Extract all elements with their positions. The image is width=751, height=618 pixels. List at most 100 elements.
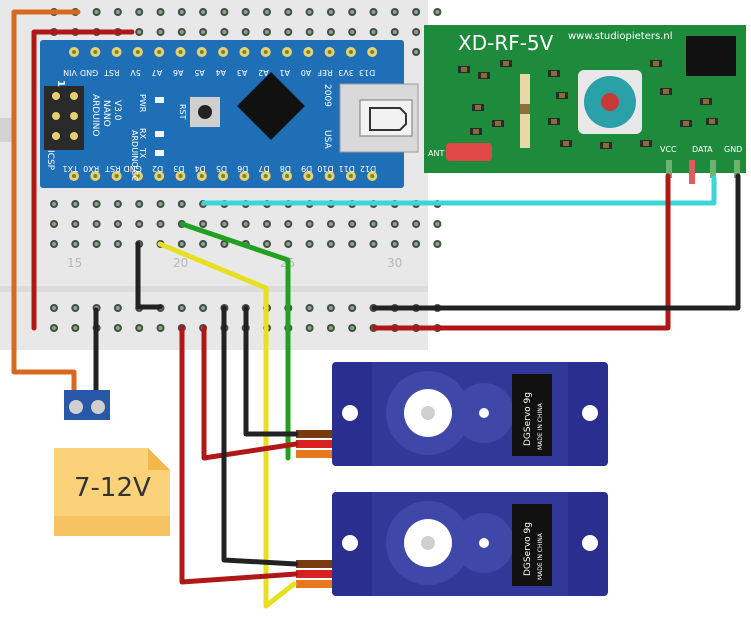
breadboard-hole-contact: [328, 222, 333, 226]
arduino-pin-label: REF: [317, 68, 333, 77]
breadboard-hole-contact: [115, 306, 120, 310]
breadboard-hole-contact: [73, 222, 78, 226]
smd-component-body: [703, 99, 709, 104]
servo-2-mount-hole-left: [342, 535, 358, 551]
breadboard-hole-contact: [328, 326, 333, 330]
arduino-pin-center: [348, 174, 353, 178]
breadboard-hole-contact: [286, 242, 291, 246]
arduino-pin-label: GND: [80, 68, 98, 77]
arduino-pin-label: D5: [216, 164, 227, 173]
breadboard-hole-contact: [158, 10, 163, 14]
arduino-pin-label: D12: [360, 164, 376, 173]
wire-green-servo-1-signal: [179, 221, 291, 461]
board-name-line-2: NANO: [101, 100, 111, 127]
arduino-pin-label: D13: [359, 68, 375, 77]
rf-coil-band: [520, 104, 530, 114]
rf-pin-gnd: GND: [724, 145, 742, 154]
icsp-pin: [52, 112, 60, 120]
reset-button-cap: [198, 105, 212, 119]
breadboard-hole-contact: [307, 30, 312, 34]
arduino-pin-center: [285, 50, 289, 54]
icsp-pin: [70, 132, 78, 140]
breadboard-hole-contact: [371, 242, 376, 246]
arduino-pin-center: [199, 50, 204, 54]
servo-2-cable-red: [296, 570, 332, 578]
arduino-pin-label: A6: [173, 68, 184, 77]
breadboard-hole-contact: [201, 242, 206, 246]
arduino-pin-label: 5V: [130, 68, 141, 77]
arduino-pin-label: D9: [301, 164, 312, 173]
arduino-pin-center: [263, 174, 268, 178]
breadboard-hole-contact: [265, 10, 269, 14]
arduino-pin-center: [157, 174, 162, 178]
breadboard-hole-contact: [73, 326, 78, 330]
breadboard-hole-contact: [137, 30, 142, 34]
arduino-pin-label: D4: [195, 164, 206, 173]
note-footer: [54, 516, 170, 536]
breadboard-hole-contact: [179, 306, 184, 310]
arduino-pin-center: [135, 174, 140, 178]
breadboard-hole-contact: [307, 222, 312, 226]
servo-1-horn-hub: [421, 406, 435, 420]
board-name-line-1: ARDUINO: [90, 94, 100, 136]
arduino-pin-label: A4: [216, 68, 227, 77]
breadboard-hole-contact: [201, 10, 206, 14]
breadboard-hole-contact: [73, 306, 78, 310]
breadboard-hole-contact: [73, 242, 78, 246]
breadboard-hole-contact: [201, 306, 206, 310]
col-label-15: 15: [67, 256, 82, 270]
arduino-pin-center: [72, 174, 76, 178]
arduino-pin-center: [199, 174, 204, 178]
arduino-pin-center: [135, 50, 140, 54]
rf-pin-stub-data: [710, 160, 716, 178]
arduino-pin-label: A3: [237, 68, 248, 77]
breadboard-hole-contact: [179, 10, 184, 14]
breadboard-hole-contact: [179, 202, 184, 206]
arduino-pin-label: A1: [279, 68, 290, 77]
breadboard-hole-contact: [201, 222, 206, 226]
icsp-header: [44, 86, 84, 150]
servo-1-cable-brown: [296, 430, 332, 438]
arduino-board: [40, 40, 404, 188]
rf-antenna-pad: [446, 143, 492, 161]
usb-outline: [369, 107, 407, 131]
arduino-pin-label: A2: [258, 68, 269, 77]
breadboard-hole-contact: [392, 30, 397, 34]
wire-black-servo-1-gnd: [243, 305, 299, 437]
col-label-30: 30: [387, 256, 402, 270]
smd-component-body: [603, 143, 609, 148]
arduino-pin-label: RST: [104, 68, 120, 77]
rf-title: XD-RF-5V: [458, 31, 554, 55]
breadboard-hole-contact: [435, 10, 440, 14]
arduino-pin-center: [306, 50, 311, 54]
smd-component-body: [643, 141, 649, 146]
arduino-pin-center: [178, 174, 183, 178]
breadboard-hole-contact: [350, 222, 355, 226]
servo-1-brand: DGServo 9g: [523, 392, 533, 446]
arduino-pin-label: TX1: [63, 164, 79, 173]
icsp-pin: [70, 112, 78, 120]
breadboard-hole-contact: [201, 30, 206, 34]
breadboard-hole-contact: [94, 10, 99, 14]
breadboard-hole-contact: [179, 30, 184, 34]
arduino-pin-center: [114, 174, 119, 178]
breadboard-hole-contact: [158, 222, 163, 226]
smd-component-body: [481, 73, 487, 78]
icsp-pin: [70, 92, 78, 100]
arduino-pin-label: D8: [280, 164, 291, 173]
power-note: 7-12V: [54, 448, 170, 536]
breadboard-hole-contact: [435, 222, 440, 226]
icsp-pins: [52, 92, 78, 140]
smd-component-body: [663, 89, 669, 94]
breadboard-hole-contact: [52, 326, 56, 330]
col-label-20: 20: [173, 256, 188, 270]
breadboard-hole-contact: [286, 222, 291, 226]
breadboard-hole-contact: [73, 202, 78, 206]
breadboard-hole-contact: [328, 306, 333, 310]
arduino-pin-center: [370, 50, 375, 54]
servo-2-cable-brown: [296, 560, 332, 568]
breadboard-hole-contact: [222, 222, 227, 226]
smd-component-body: [551, 71, 557, 76]
breadboard-hole-contact: [243, 222, 248, 226]
arduino-pin-label: RX0: [83, 164, 99, 173]
